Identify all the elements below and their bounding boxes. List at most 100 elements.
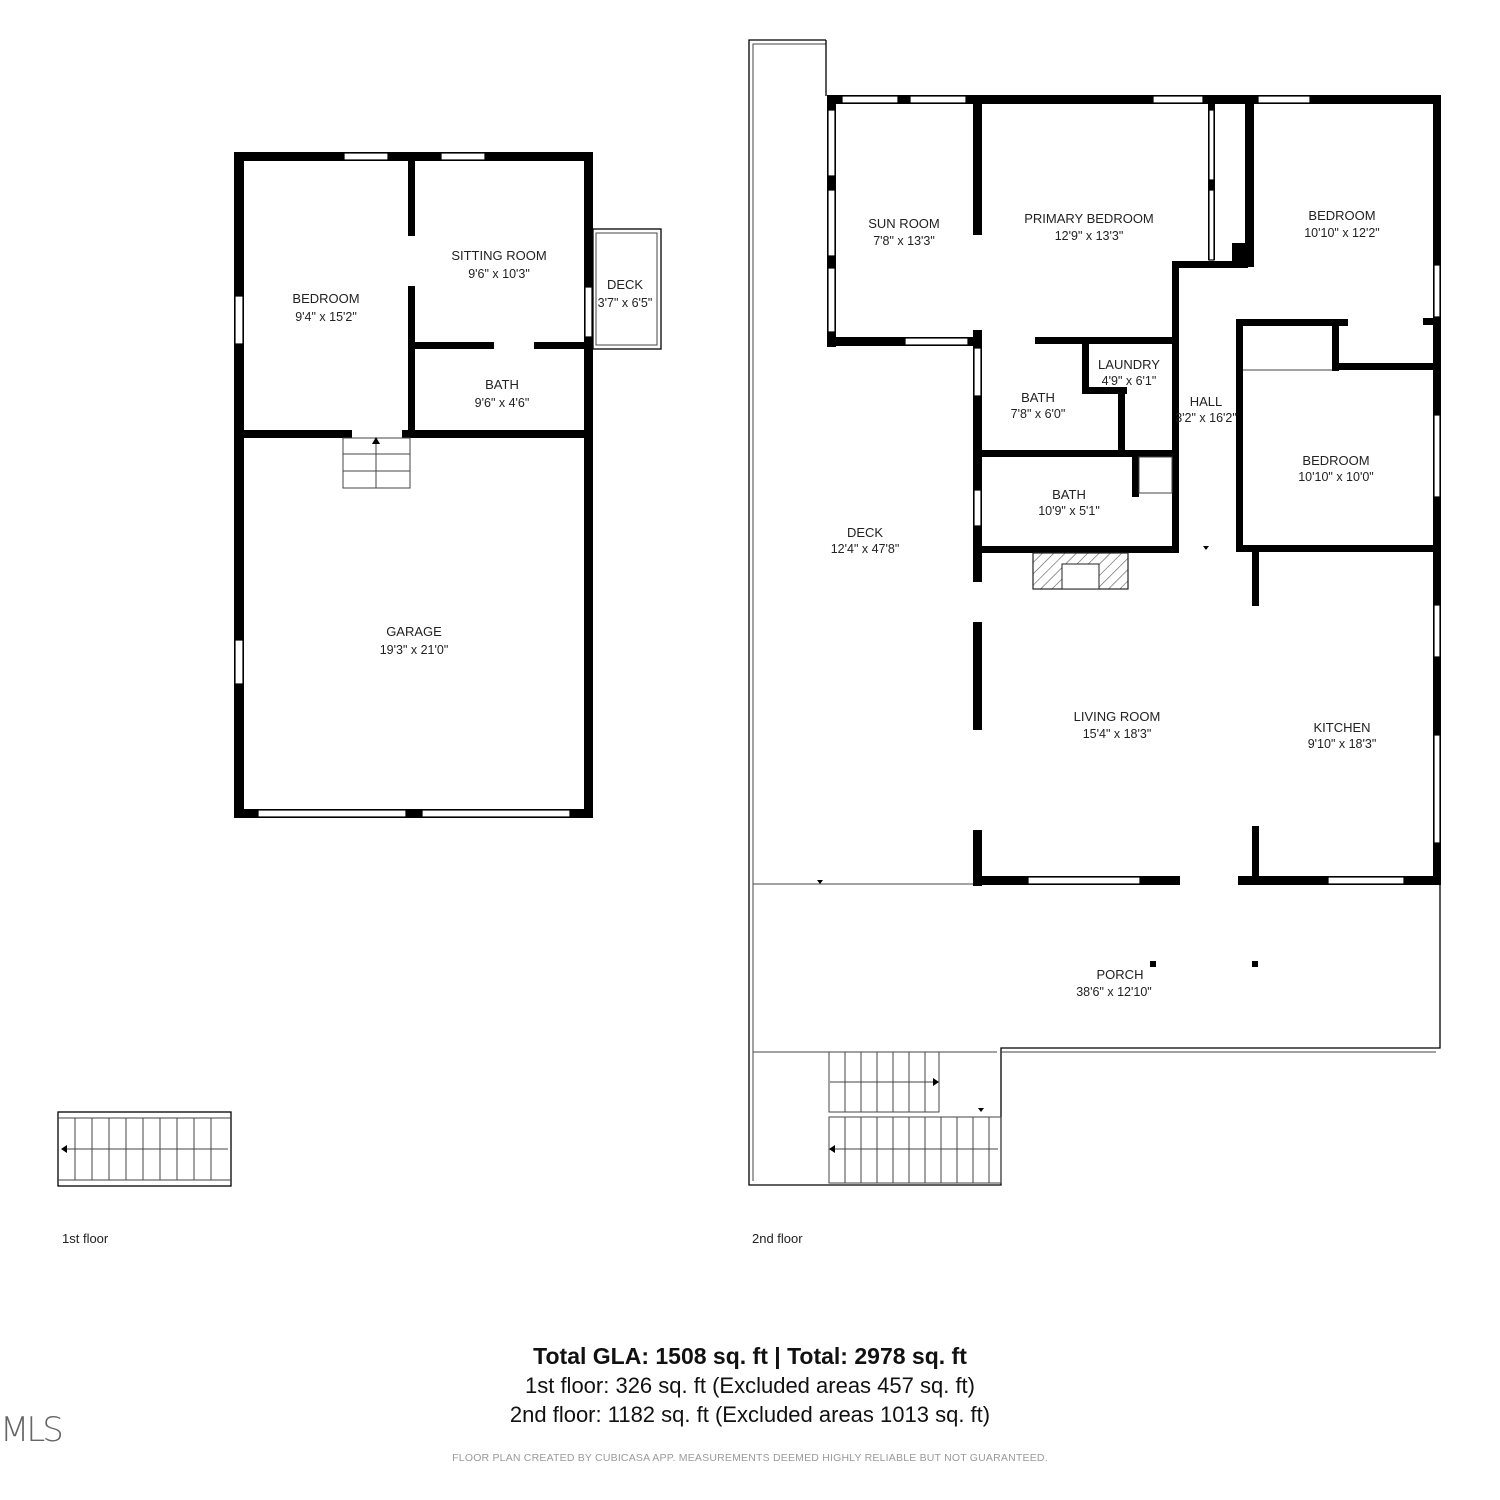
room-dimensions: 3'7" x 6'5"	[598, 296, 653, 310]
room-dimensions: 4'9" x 6'1"	[1102, 374, 1157, 388]
room-dimensions: 3'2" x 16'2"	[1175, 411, 1237, 425]
window	[1327, 876, 1405, 885]
second-floor-area: 2nd floor: 1182 sq. ft (Excluded areas 1…	[509, 1402, 991, 1427]
wall	[408, 152, 415, 438]
wall	[1082, 387, 1127, 394]
wall	[234, 152, 244, 818]
window	[909, 95, 967, 104]
room-name: BATH	[1052, 487, 1086, 502]
wall	[1423, 318, 1441, 325]
window	[827, 189, 836, 257]
room-dimensions: 7'8" x 6'0"	[1011, 407, 1066, 421]
room-dimensions: 9'10" x 18'3"	[1308, 737, 1377, 751]
fireplace	[1032, 552, 1129, 590]
exterior-stairs	[57, 1111, 232, 1187]
window	[584, 286, 593, 338]
window	[343, 152, 389, 161]
window	[1433, 264, 1441, 318]
second-floor-labels: SUN ROOM 7'8" x 13'3" PRIMARY BEDROOM 12…	[752, 208, 1380, 1246]
window	[257, 809, 407, 818]
wall	[1236, 319, 1348, 326]
room-dimensions: 9'4" x 15'2"	[295, 310, 357, 324]
room-name: BEDROOM	[1302, 453, 1369, 468]
room-dimensions: 12'9" x 13'3"	[1055, 229, 1124, 243]
wall	[1082, 337, 1089, 393]
deck-outline	[592, 228, 662, 350]
wall	[1236, 370, 1243, 551]
wall	[1252, 826, 1259, 884]
room-name: SITTING ROOM	[451, 248, 546, 263]
room-name: SUN ROOM	[868, 216, 940, 231]
wall	[234, 809, 593, 818]
first-floor-labels: BEDROOM 9'4" x 15'2" SITTING ROOM 9'6" x…	[62, 248, 652, 1246]
wall	[973, 95, 982, 235]
room-dimensions: 10'9" x 5'1"	[1038, 504, 1100, 518]
porch-stairs	[828, 1051, 1002, 1184]
room-dimensions: 19'3" x 21'0"	[380, 643, 449, 657]
room-name: KITCHEN	[1313, 720, 1370, 735]
floor-label: 1st floor	[62, 1231, 109, 1246]
wall	[1236, 545, 1441, 552]
room-dimensions: 12'4" x 47'8"	[831, 542, 900, 556]
window	[841, 95, 899, 104]
room-dimensions: 9'6" x 10'3"	[468, 267, 530, 281]
window	[421, 809, 571, 818]
wall	[973, 330, 982, 354]
wall	[827, 95, 1441, 104]
wall	[234, 430, 593, 438]
room-dimensions: 10'10" x 12'2"	[1304, 226, 1380, 240]
room-name: BATH	[1021, 390, 1055, 405]
wall	[1245, 95, 1254, 265]
room-name: DECK	[847, 525, 883, 540]
wall	[1332, 319, 1339, 371]
window	[1027, 876, 1141, 885]
room-dimensions: 10'10" x 10'0"	[1298, 470, 1374, 484]
room-name: DECK	[607, 277, 643, 292]
wall	[1035, 337, 1179, 344]
room-name: BATH	[485, 377, 519, 392]
wall	[1132, 450, 1139, 497]
room-name: HALL	[1190, 394, 1223, 409]
wall	[1172, 261, 1179, 551]
window	[827, 267, 836, 333]
room-name: BEDROOM	[292, 291, 359, 306]
wall	[1118, 387, 1125, 452]
interior-stairs	[342, 437, 411, 489]
room-name: LAUNDRY	[1098, 357, 1160, 372]
room-dimensions: 7'8" x 13'3"	[873, 234, 935, 248]
window	[827, 109, 836, 177]
mls-watermark: MLS	[0, 1410, 64, 1450]
window	[234, 639, 244, 685]
disclaimer-text: FLOOR PLAN CREATED BY CUBICASA APP. MEAS…	[452, 1452, 1048, 1464]
window	[1208, 189, 1215, 261]
deck-outline	[748, 39, 1441, 1186]
room-name: PRIMARY BEDROOM	[1024, 211, 1154, 226]
wall	[1172, 261, 1248, 268]
room-name: GARAGE	[386, 624, 442, 639]
window	[1433, 734, 1441, 844]
window	[234, 295, 244, 345]
window	[973, 489, 982, 527]
room-dimensions: 38'6" x 12'10"	[1076, 985, 1152, 999]
wall	[1252, 551, 1259, 606]
wall	[978, 546, 1179, 553]
window	[1257, 95, 1311, 104]
total-area-summary: Total GLA: 1508 sq. ft | Total: 2978 sq.…	[533, 1343, 967, 1369]
window	[1208, 109, 1215, 181]
room-name: BEDROOM	[1308, 208, 1375, 223]
wall	[1236, 319, 1243, 371]
wall	[978, 450, 1179, 457]
wall	[1332, 363, 1441, 370]
window	[973, 347, 982, 397]
window	[1152, 95, 1204, 104]
window	[1433, 414, 1441, 498]
window	[440, 152, 486, 161]
room-dimensions: 15'4" x 18'3"	[1083, 727, 1152, 741]
floor-label: 2nd floor	[752, 1231, 803, 1246]
first-floor-area: 1st floor: 326 sq. ft (Excluded areas 45…	[524, 1373, 975, 1398]
room-name: LIVING ROOM	[1074, 709, 1161, 724]
second-floor-plan	[748, 39, 1441, 1186]
first-floor-plan	[57, 152, 662, 1187]
room-name: PORCH	[1097, 967, 1144, 982]
